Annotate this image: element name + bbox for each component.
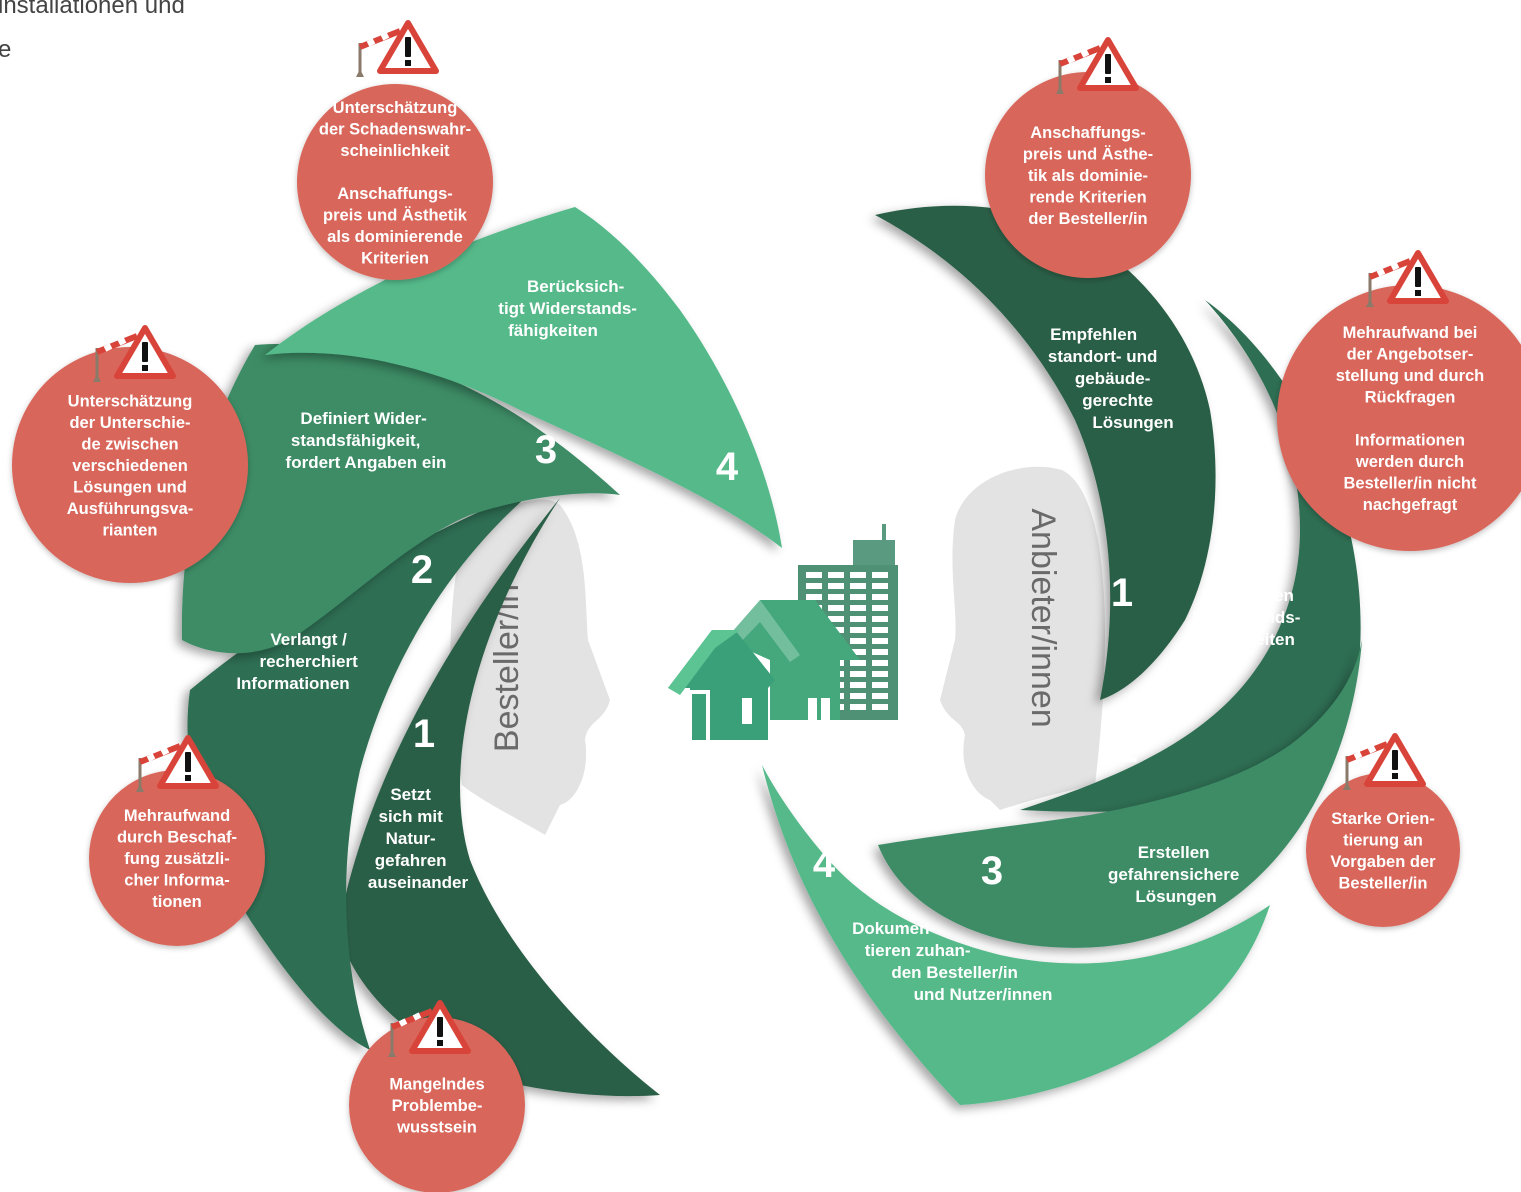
warning-triangle-icon bbox=[1077, 37, 1139, 91]
left-head-silhouette bbox=[450, 499, 610, 835]
corner-caption: installationen und e bbox=[0, 0, 185, 63]
warning-triangle-icon bbox=[377, 20, 439, 74]
warning-triangle-icon bbox=[157, 735, 219, 789]
right-blade-2 bbox=[1020, 300, 1361, 812]
barrier-icon bbox=[93, 333, 139, 382]
left-blade-3 bbox=[181, 343, 620, 654]
left-step-4-text: Berücksich- tigt Widerstands- fähigkeite… bbox=[498, 277, 641, 340]
risk-circle bbox=[12, 347, 248, 583]
warning-triangle-icon bbox=[114, 325, 176, 379]
left-blade-4 bbox=[265, 207, 782, 548]
barrier-icon bbox=[356, 28, 402, 77]
right-role-label: Anbieter/innen bbox=[1024, 508, 1062, 727]
risk-circle bbox=[1306, 773, 1460, 927]
right-blade-1 bbox=[875, 205, 1216, 701]
barrier-icon bbox=[1343, 741, 1389, 790]
right-blade-4 bbox=[762, 765, 1270, 1105]
right-blade-3 bbox=[878, 640, 1362, 948]
left-step-3-text: Definiert Wider- standsfähigkeit, forder… bbox=[286, 409, 447, 472]
barrier-icon bbox=[1056, 45, 1102, 94]
barrier-icon bbox=[1366, 258, 1412, 307]
right-cycle: Anbieter/innen 1 2 3 4 Empfehlen standor… bbox=[762, 205, 1362, 1105]
warning-triangle-icon bbox=[1364, 733, 1426, 787]
barrier-icon bbox=[388, 1008, 434, 1057]
warning-triangle-icon bbox=[1387, 250, 1449, 304]
left-step-4-number: 4 bbox=[716, 445, 739, 489]
right-step-2-text: Deklarieren Widerstands- fähigkeiten bbox=[1193, 586, 1305, 649]
risk-circle bbox=[297, 84, 493, 280]
warning-triangle-icon bbox=[409, 1000, 471, 1054]
left-step-1-text: Setzt sich mit Natur- gefahren auseinand… bbox=[368, 785, 469, 892]
corner-caption-line-1: installationen und bbox=[0, 0, 185, 19]
house-and-building-icon bbox=[668, 524, 898, 740]
left-blade-1 bbox=[338, 498, 660, 1097]
risk-circle bbox=[985, 72, 1191, 278]
risk-circle bbox=[89, 770, 265, 946]
left-step-1-number: 1 bbox=[413, 712, 435, 756]
left-cycle: Besteller/in 1 2 3 4 Setzt sich mit Natu… bbox=[181, 207, 782, 1097]
risk-circle bbox=[349, 1017, 525, 1192]
right-step-3-number: 3 bbox=[981, 849, 1003, 893]
right-step-1-number: 1 bbox=[1111, 571, 1133, 615]
left-step-3-number: 3 bbox=[535, 428, 557, 472]
right-head-silhouette bbox=[940, 466, 1106, 810]
right-step-1-text: Empfehlen standort- und gebäude- gerecht… bbox=[1048, 325, 1174, 432]
right-step-4-text: Dokumen- tieren zuhan- den Besteller/in … bbox=[852, 919, 1052, 1004]
left-step-2-text: Verlangt / recherchiert Informationen bbox=[236, 630, 362, 693]
risk-circle bbox=[1277, 285, 1521, 551]
risk-callout-right-1: Anschaffungs-preis und Ästhe-tik als dom… bbox=[985, 37, 1191, 278]
right-step-3-text: Erstellen gefahrensichere Lösungen bbox=[1108, 843, 1244, 906]
right-step-2-number: 2 bbox=[1116, 727, 1138, 771]
barrier-icon bbox=[136, 743, 182, 792]
right-step-4-number: 4 bbox=[813, 842, 836, 886]
corner-caption-line-2: e bbox=[0, 36, 11, 63]
risk-text-right-1: Anschaffungs-preis und Ästhe-tik als dom… bbox=[1023, 124, 1153, 228]
left-step-2-number: 2 bbox=[411, 548, 433, 592]
